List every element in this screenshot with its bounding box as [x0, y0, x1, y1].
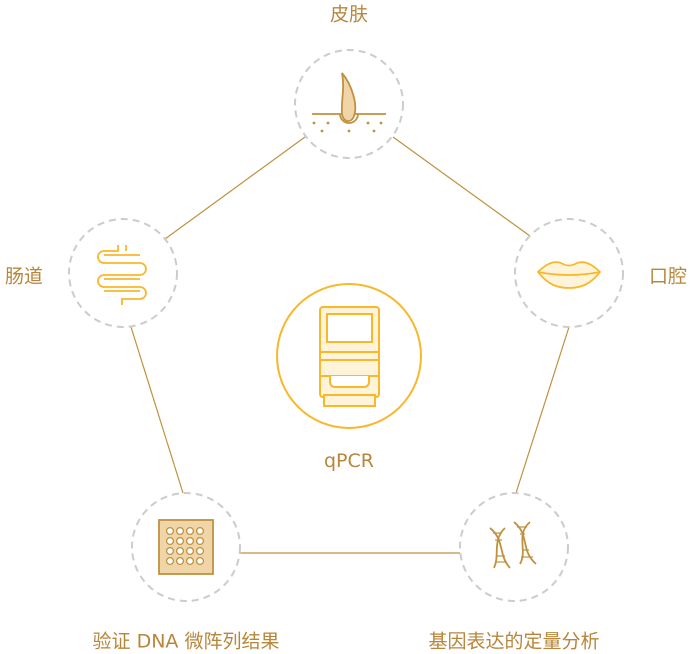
- dna-icon: [489, 521, 537, 569]
- lips-icon: [536, 261, 602, 289]
- node-label-mouth: 口腔: [648, 265, 688, 288]
- node-label-intestine: 肠道: [4, 265, 44, 288]
- intestine-icon: [97, 245, 147, 305]
- line-skin-mouth: [392, 136, 531, 237]
- node-circle-dna: [459, 492, 569, 602]
- node-circle-intestine: [68, 218, 178, 328]
- line-skin-intestine: [164, 136, 306, 240]
- center-label: qPCR: [324, 450, 374, 472]
- node-label-skin: 皮肤: [329, 3, 369, 26]
- skin-hair-icon: [312, 72, 386, 133]
- microarray-icon: [158, 519, 214, 575]
- connector-lines: [130, 136, 570, 554]
- line-intestine-microarray: [130, 326, 184, 494]
- qpcr-machine-icon: [319, 306, 380, 407]
- line-mouth-dna: [515, 326, 570, 494]
- node-label-microarray: 验证 DNA 微阵列结果: [92, 630, 280, 653]
- node-label-dna: 基因表达的定量分析: [428, 630, 600, 653]
